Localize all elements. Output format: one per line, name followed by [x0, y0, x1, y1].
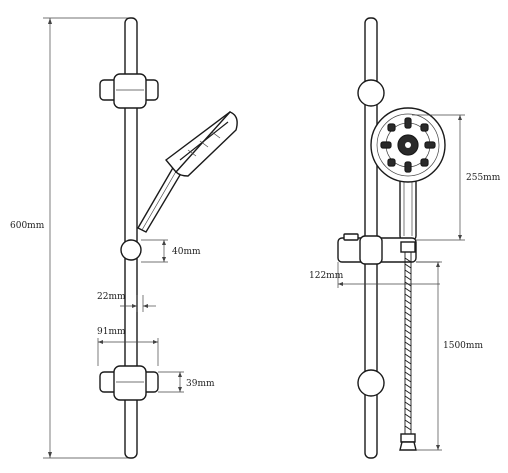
label-bracket-height: 39mm: [186, 379, 215, 389]
bottom-bracket-knob-front: [357, 369, 385, 397]
dimension-bar-gap: 22mm: [97, 292, 156, 312]
label-bar-gap: 22mm: [97, 292, 126, 302]
label-total-height: 600mm: [10, 221, 45, 231]
label-hose-length: 1500mm: [443, 341, 483, 351]
dimension-bracket-height: 39mm: [158, 371, 215, 393]
top-wall-bracket-side: [99, 73, 159, 109]
dimension-head-height: 255mm: [412, 114, 501, 241]
riser-bar-side: [124, 17, 138, 459]
side-view: 600mm 40mm: [10, 17, 238, 459]
slider-bracket-front: [337, 233, 417, 265]
label-bracket-width: 91mm: [97, 327, 126, 337]
dimension-hose-length: 1500mm: [416, 261, 483, 451]
shower-hose-front: [399, 241, 417, 451]
front-view: 255mm 122mm: [309, 17, 501, 459]
label-slider-depth: 122mm: [309, 271, 344, 281]
dimension-bracket-width: 91mm: [97, 327, 159, 366]
hand-shower-side: [137, 111, 238, 233]
label-clip-depth: 40mm: [172, 247, 201, 257]
bottom-wall-bracket-side: [99, 365, 159, 401]
slider-knob-side: [120, 239, 142, 261]
dimension-clip-depth: 40mm: [141, 239, 201, 263]
top-bracket-knob-front: [357, 79, 385, 107]
hand-shower-front: [370, 107, 446, 241]
dimension-total-height: 600mm: [10, 17, 130, 459]
label-head-height: 255mm: [466, 173, 501, 183]
